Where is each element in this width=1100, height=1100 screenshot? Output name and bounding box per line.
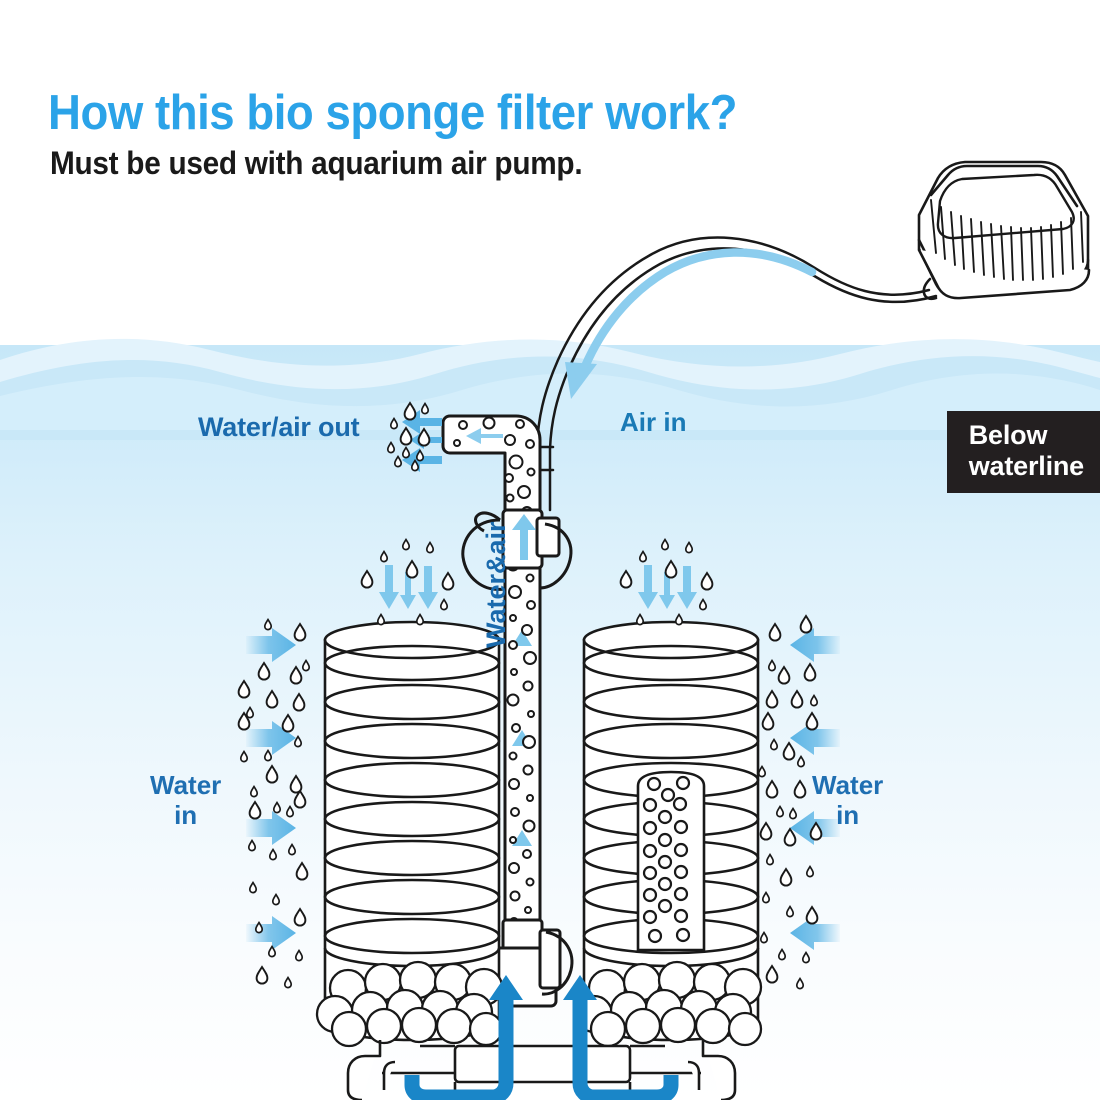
page-title: How this bio sponge filter work? [48, 86, 737, 140]
air-bubbles-icon [506, 536, 537, 927]
flow-arrow-down-icon [638, 565, 697, 609]
badge-line-2: waterline [968, 451, 1084, 481]
air-pump-icon [917, 160, 1091, 301]
wave-front-2 [0, 373, 1100, 430]
flow-arrow-strong-head [489, 975, 597, 1000]
label-water-and-air: Water&air [481, 521, 511, 648]
label-water-air-out: Water/air out [198, 412, 360, 442]
page-subtitle: Must be used with aquarium air pump. [50, 145, 583, 181]
label-air-in: Air in [620, 407, 687, 437]
label-water-in-left: Water in [150, 770, 222, 830]
bio-media-balls-icon [574, 960, 763, 1048]
inner-standpipe-icon [636, 770, 706, 952]
badge-line-1: Below [968, 420, 1048, 450]
outlet-elbow-icon [441, 414, 542, 522]
status-badge: Below waterline [946, 411, 1100, 493]
bio-media-balls-icon [315, 960, 504, 1048]
flow-arrow-strong-icon [404, 1000, 679, 1100]
riser-tube-icon [461, 508, 574, 1008]
air-in-curved-arrow-icon [565, 248, 817, 399]
flow-arrow-down-icon [379, 565, 438, 609]
label-water-in-right: Water in [812, 770, 884, 830]
